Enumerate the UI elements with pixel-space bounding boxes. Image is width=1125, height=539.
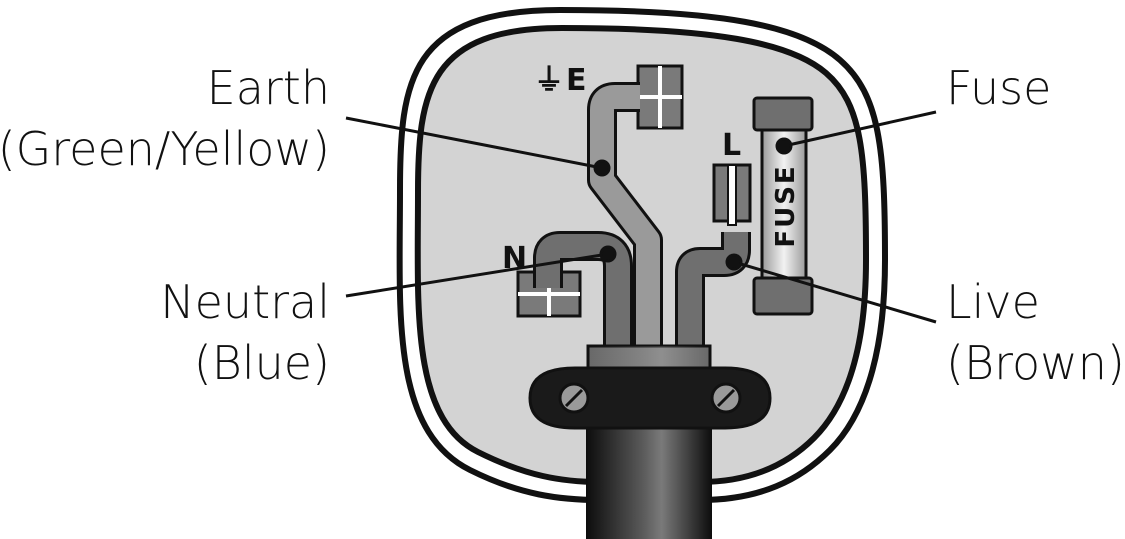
leader-lines — [345, 110, 937, 324]
live-terminal — [712, 163, 752, 226]
live-terminal-letter: L — [722, 128, 741, 163]
fuse-body-text: FUSE — [771, 164, 801, 247]
neutral-label: Neutral — [160, 275, 330, 329]
earth-label: Earth — [207, 61, 330, 115]
cord-grip-clamp — [528, 366, 772, 430]
earth-colour-label: (Green/Yellow) — [0, 122, 330, 176]
live-leader-line — [733, 260, 937, 324]
earth-leader-line — [345, 116, 603, 170]
neutral-leader-line — [345, 252, 609, 298]
earth-terminal — [636, 64, 684, 130]
fuse-label: Fuse — [946, 61, 1051, 115]
live-label: Live — [946, 275, 1040, 329]
live-colour-label: (Brown) — [946, 336, 1125, 390]
neutral-colour-label: (Blue) — [194, 336, 330, 390]
earth-symbol-icon: ⏚ — [534, 63, 564, 98]
earth-terminal-letter: E — [566, 63, 587, 98]
fuse-leader-line — [783, 110, 937, 148]
